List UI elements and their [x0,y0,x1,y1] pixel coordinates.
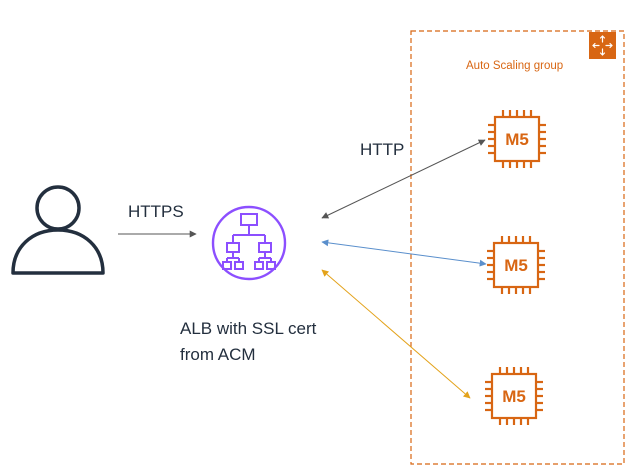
arrow-to-instance-3 [321,269,471,399]
instance-2-label: M5 [504,256,528,275]
auto-scaling-group-label: Auto Scaling group [466,60,564,72]
auto-scaling-icon [589,32,616,59]
alb-caption-line-2: from ACM [180,345,256,364]
ec2-instance-icon: M5 [487,236,545,294]
alb-caption-line-1: ALB with SSL cert [180,319,317,338]
http-arrow-to-instance-1 [321,139,486,219]
arrow-to-instance-2 [321,239,487,267]
ec2-instance-icon: M5 [485,367,543,425]
instance-1-label: M5 [505,130,529,149]
http-label: HTTP [360,140,405,159]
instance-3-label: M5 [502,387,526,406]
user-icon [11,185,105,275]
ec2-instance-icon: M5 [488,110,546,168]
https-label: HTTPS [128,202,184,221]
load-balancer-icon [211,205,287,281]
alb-caption: ALB with SSL cert from ACM [180,316,316,368]
